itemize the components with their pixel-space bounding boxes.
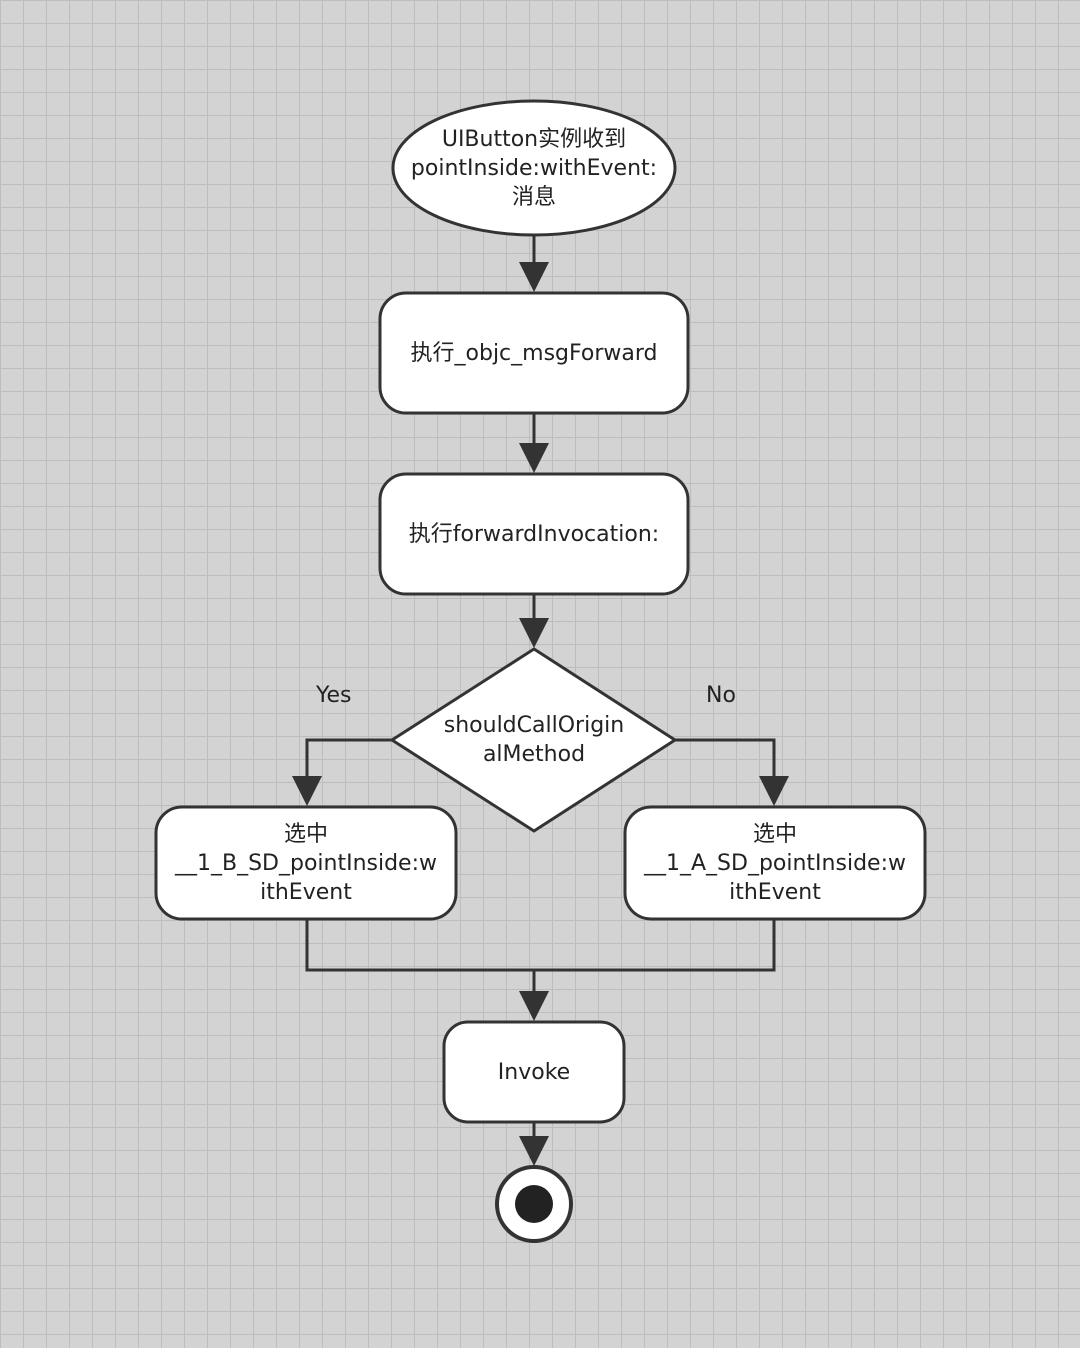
invoke-node-label: Invoke	[497, 1059, 571, 1085]
start-node-label: UIButton实例收到 pointInside:withEvent: 消息	[410, 126, 658, 210]
decision-node-label: shouldCallOrigin alMethod	[443, 713, 625, 767]
branch-yes-node-label: 选中 __1_B_SD_pointInside:w ithEvent	[174, 821, 437, 905]
connector-decision-yes	[292, 738, 392, 806]
connector-decision-no	[675, 738, 789, 806]
branch-no-node-label: 选中 __1_A_SD_pointInside:w ithEvent	[644, 821, 906, 905]
connector-no-to-merge	[534, 919, 776, 972]
decision-node-shape	[389, 647, 678, 833]
no-branch-label: No	[706, 683, 736, 708]
yes-branch-label: Yes	[316, 683, 352, 708]
msgforward-node-label: 执行_objc_msgForward	[410, 340, 658, 366]
connector-yes-to-merge	[305, 919, 534, 972]
end-node-inner-dot	[515, 1185, 553, 1223]
forwardinvocation-node-label: 执行forwardInvocation:	[408, 521, 660, 547]
